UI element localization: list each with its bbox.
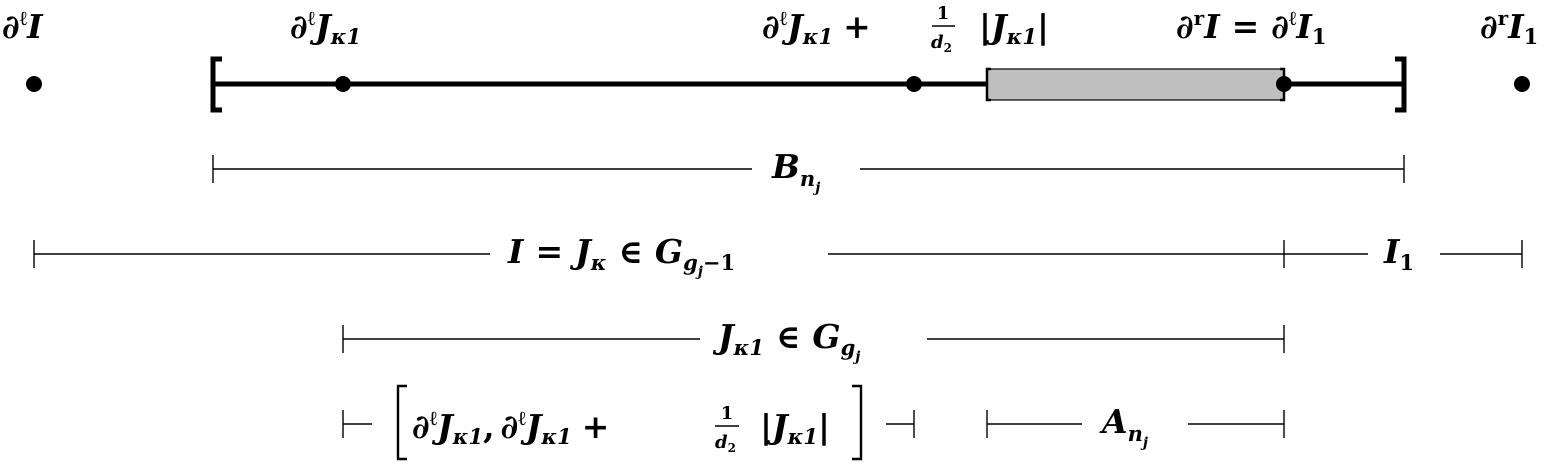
svg-text:1: 1 — [937, 3, 950, 24]
grey-box-left-bracket — [985, 67, 991, 102]
point-far-right — [1514, 76, 1530, 92]
point-mid — [906, 76, 922, 92]
svg-text:d2: d2 — [931, 32, 952, 55]
label-left-J: ∂ℓJκ1 — [290, 6, 361, 49]
svg-text:|Jκ1|: |Jκ1| — [979, 7, 1049, 49]
point-right-I — [1276, 76, 1292, 92]
interval-A: Anj — [986, 402, 1285, 451]
label-right-I: ∂rI=∂ℓI1 — [1176, 6, 1326, 49]
label-J: Jκ1∈Ggj — [712, 317, 860, 365]
svg-text:|Jκ1|: |Jκ1| — [760, 407, 830, 449]
interval-B: Bnj — [212, 147, 1405, 196]
interval-I1: I1 — [1284, 232, 1523, 275]
point-left-I — [26, 76, 42, 92]
left-bracket — [210, 56, 222, 113]
big-left-bracket — [396, 384, 407, 461]
svg-text:∂ℓJκ1+: ∂ℓJκ1+ — [762, 6, 871, 49]
label-far-right: ∂rI1 — [1480, 6, 1538, 49]
label-B: Bnj — [771, 147, 820, 196]
label-I-eq: I=Jκ∈Ggj−1 — [507, 232, 735, 280]
label-left-I: ∂ℓI — [2, 6, 44, 46]
right-bracket — [1395, 56, 1407, 113]
interval-bracket: ∂ℓJκ1,∂ℓJκ1+ 1 d2 |Jκ1| — [342, 384, 915, 461]
point-left-J — [335, 76, 351, 92]
interval-J: Jκ1∈Ggj — [342, 317, 1285, 365]
interval-I: I=Jκ∈Ggj−1 — [33, 232, 1285, 280]
svg-text:1: 1 — [721, 403, 734, 424]
label-I1: I1 — [1383, 232, 1414, 275]
label-mid: ∂ℓJκ1+ 1 d2 |Jκ1| — [762, 3, 1049, 55]
main-interval — [26, 56, 1530, 113]
label-bracket-left: ∂ℓJκ1,∂ℓJκ1+ — [412, 406, 609, 449]
grey-box — [986, 68, 1285, 101]
big-right-bracket — [852, 384, 863, 461]
svg-text:d2: d2 — [715, 432, 736, 455]
label-A: Anj — [1099, 402, 1148, 451]
